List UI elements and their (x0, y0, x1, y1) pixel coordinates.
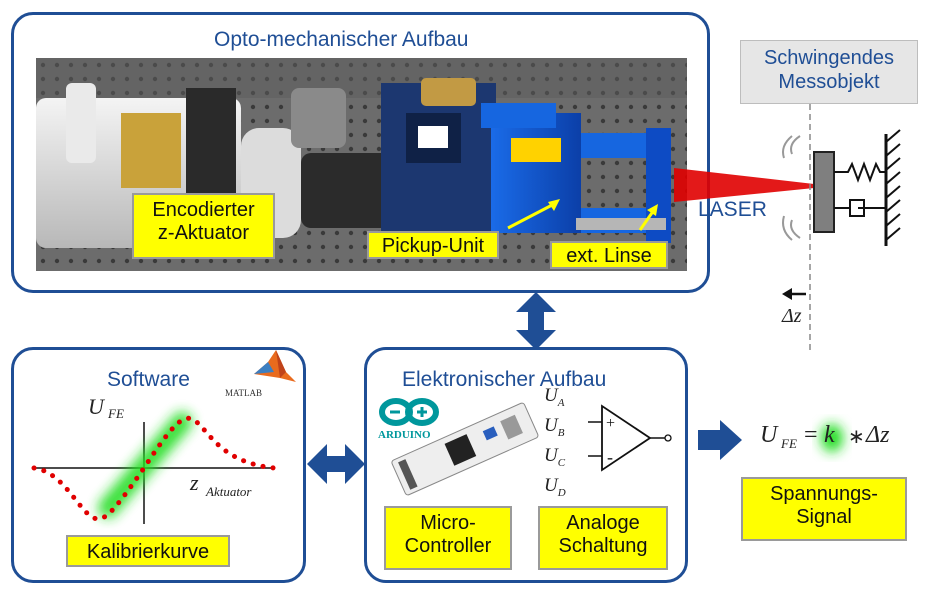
x-axis-sub: Aktuator (205, 484, 252, 499)
y-axis-label: U (88, 394, 106, 419)
input-ud: UD (544, 475, 566, 499)
electronics-title: Elektronischer Aufbau (402, 368, 607, 391)
x-axis-label: z (189, 470, 199, 495)
label-mc-line2: Controller (404, 535, 492, 557)
object-line2: Messobjekt (778, 71, 880, 93)
label-analog-line2: Schaltung (558, 535, 648, 557)
op-minus: - (607, 447, 613, 467)
brass-part (421, 78, 476, 106)
spring (834, 161, 886, 183)
right-arrow (698, 420, 742, 460)
k-glow (821, 424, 843, 452)
eq-dz: Δz (866, 422, 890, 448)
input-ub: UB (544, 415, 565, 439)
software-title: Software (107, 368, 190, 391)
label-lens: ext. Linse (550, 241, 668, 269)
y-axis-sub: FE (107, 406, 124, 421)
object-schematic: Δz (781, 104, 901, 352)
arduino-label: ARDUINO (378, 429, 431, 441)
nucleo-board (391, 402, 539, 496)
mass-block (813, 151, 835, 233)
delta-z-label: Δz (781, 305, 802, 327)
leftright-arrow (307, 444, 365, 484)
arduino-logo: ARDUINO (378, 398, 439, 441)
label-signal-line2: Signal (796, 506, 852, 528)
eq-equals: = (804, 422, 818, 448)
linear-region-glow (98, 412, 192, 518)
matlab-label: MATLAB (225, 388, 263, 398)
label-analog: Analoge Schaltung (538, 506, 668, 570)
label-pickup: Pickup-Unit (367, 231, 499, 259)
calibration-curve (31, 415, 277, 522)
label-calibration: Kalibrierkurve (66, 535, 230, 567)
calibration-plot: U FE z Aktuator (31, 394, 277, 524)
label-encoder: Encodierter z-Aktuator (132, 193, 275, 259)
op-amp: + - (588, 404, 672, 472)
opto-title: Opto-mechanischer Aufbau (214, 28, 469, 51)
label-encoder-line1: Encodierter (152, 199, 255, 221)
label-signal-line1: Spannungs- (770, 483, 878, 505)
label-analog-line1: Analoge (566, 512, 640, 534)
label-microcontroller: Micro- Controller (384, 506, 512, 570)
eq-k: k (824, 422, 835, 448)
holder (381, 83, 496, 253)
input-ua: UA (544, 385, 565, 409)
laser-beam (674, 168, 814, 202)
label-signal: Spannungs- Signal (741, 477, 907, 541)
updown-arrow (516, 292, 556, 350)
laser-label: LASER (698, 198, 767, 221)
matlab-logo (254, 350, 296, 382)
label-encoder-line2: z-Aktuator (157, 222, 250, 244)
equation: U FE = k ∗ Δz (760, 418, 920, 458)
eq-times: ∗ (848, 426, 865, 448)
label-mc-line1: Micro- (420, 512, 476, 534)
eq-u: U (760, 422, 778, 448)
op-plus: + (606, 415, 615, 432)
object-label: Schwingendes Messobjekt (740, 40, 918, 104)
eq-sub: FE (781, 436, 797, 451)
object-line1: Schwingendes (763, 47, 895, 69)
input-uc: UC (544, 445, 566, 469)
